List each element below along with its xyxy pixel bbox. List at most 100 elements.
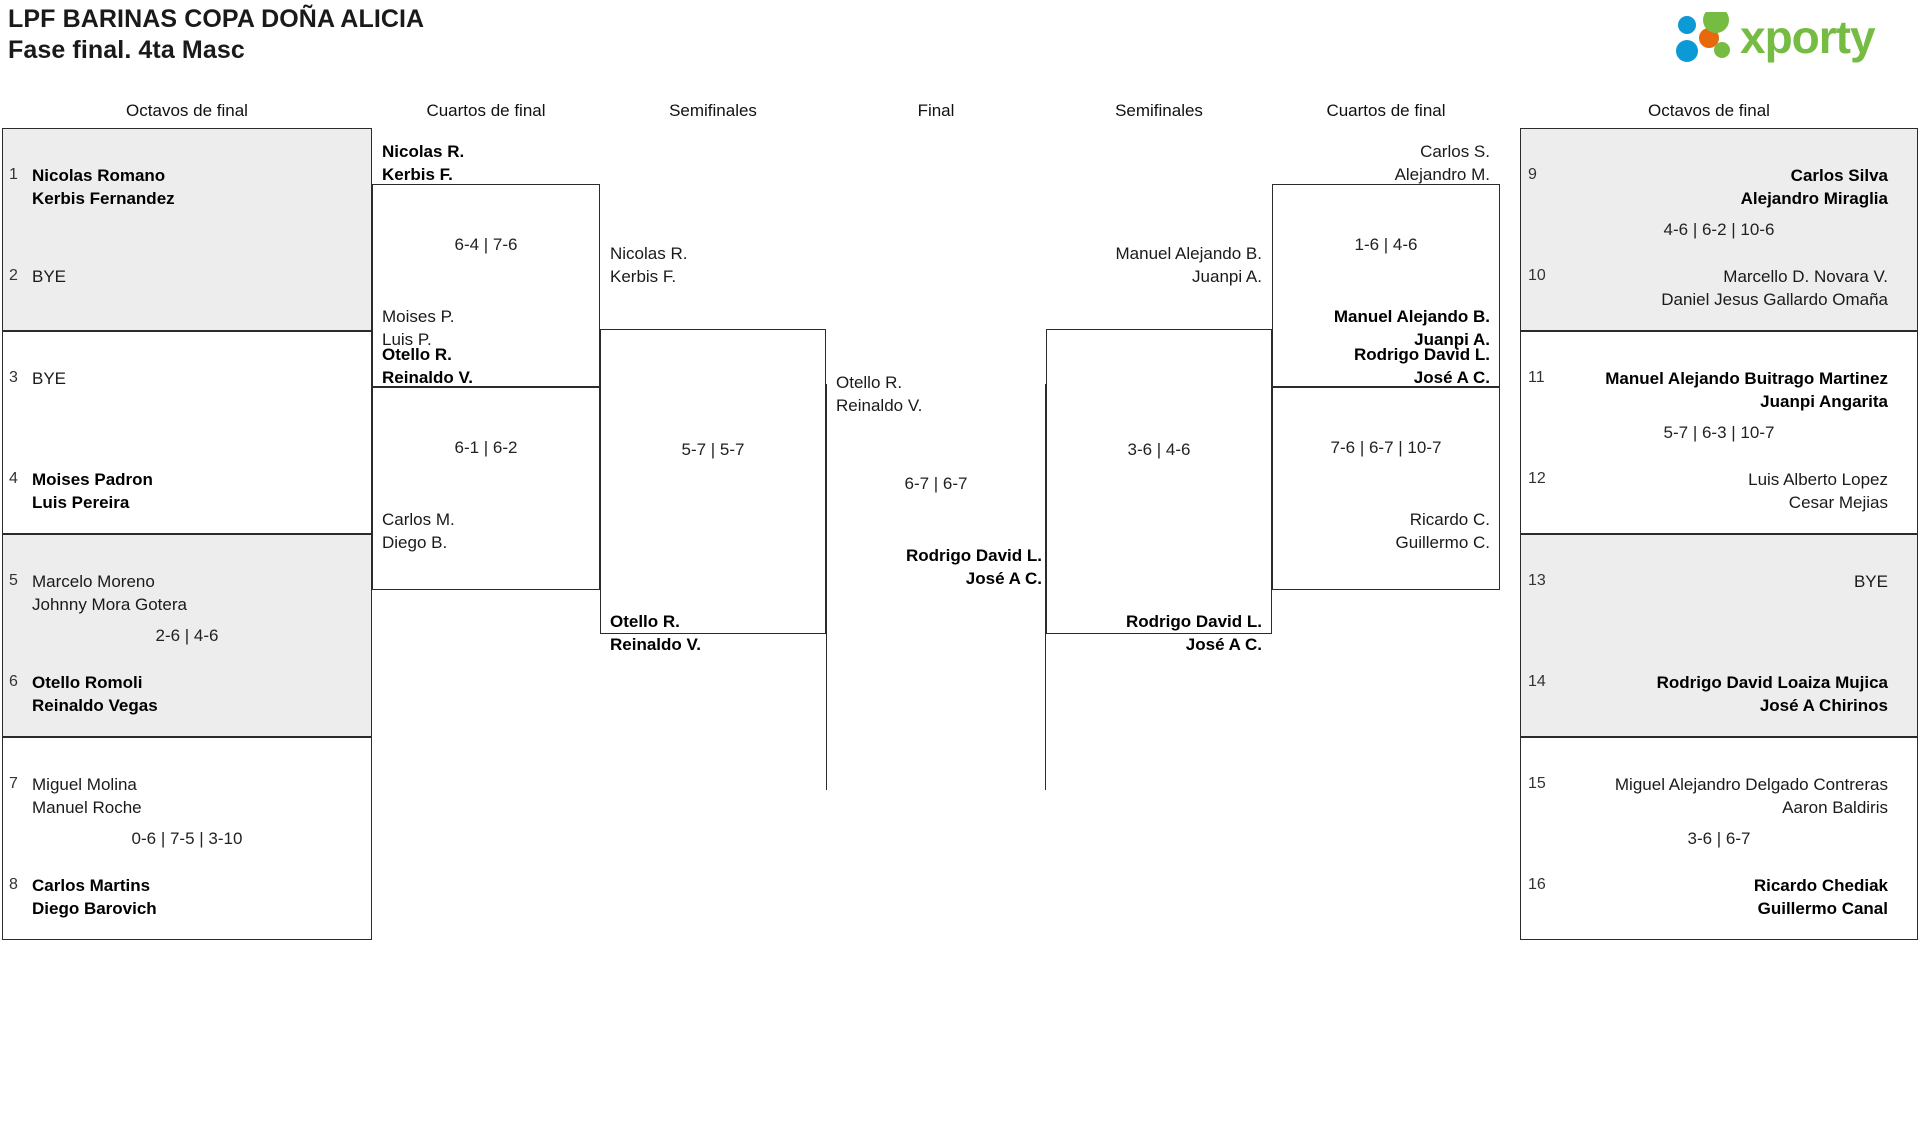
left-qf-1-score: 6-1 | 6-2 <box>454 438 518 457</box>
right-qf-0-score: 1-6 | 4-6 <box>1354 235 1418 254</box>
player-name-2: Reinaldo Vegas <box>32 696 158 716</box>
player-name-2: Kerbis F. <box>382 165 453 184</box>
r16-match-box[interactable] <box>1520 737 1918 940</box>
seed-number: 3 <box>9 368 18 386</box>
player-name-1: BYE <box>32 267 67 287</box>
round-header-left-sf: Semifinales <box>669 101 757 120</box>
player-name-1: Marcello D. Novara V. <box>1723 267 1888 287</box>
player-name-1: Nicolas R. <box>382 142 465 161</box>
player-name-1: Moises Padron <box>32 470 153 490</box>
r16-match-box[interactable] <box>1520 128 1918 331</box>
seed-number: 7 <box>9 774 18 792</box>
left-qf-0-top-players: Nicolas R. Kerbis F. <box>382 140 596 186</box>
sf-match-box[interactable] <box>1046 329 1272 634</box>
left-r16-3-score: 0-6 | 7-5 | 3-10 <box>131 828 243 848</box>
seed-number: 11 <box>1528 368 1545 386</box>
player-name-1: Otello Romoli <box>32 673 143 693</box>
left-r16-1-top-players: BYE <box>32 367 360 390</box>
player-name-2: José A C. <box>965 569 1042 588</box>
sf-match-box[interactable] <box>600 329 826 634</box>
right-sf-0-bottom-players: Rodrigo David L. José A C. <box>1050 610 1262 656</box>
seed-number: 16 <box>1528 876 1546 894</box>
player-name-2: Diego Barovich <box>32 899 157 919</box>
player-name-2: Luis Pereira <box>32 493 130 513</box>
round-header-final: Final <box>917 101 955 120</box>
left-qf-0-score: 6-4 | 7-6 <box>454 235 518 254</box>
qf-match-box[interactable] <box>372 387 600 590</box>
player-name-2: Alejandro M. <box>1394 165 1490 184</box>
player-name-1: Ricardo C. <box>1409 510 1490 529</box>
left-final-0-bottom-players: Rodrigo David L.José A C. <box>836 544 1042 590</box>
seed-number: 6 <box>9 673 18 691</box>
player-name-2: Alejandro Miraglia <box>1740 188 1888 208</box>
player-name-2: Manuel Roche <box>32 797 142 817</box>
player-name-1: Miguel Molina <box>32 774 137 794</box>
seed-number: 9 <box>1528 165 1537 183</box>
player-name-1: Carlos Martins <box>32 876 151 896</box>
r16-match-box[interactable] <box>1520 331 1918 534</box>
phase-title: Fase final. 4ta Masc <box>8 36 245 64</box>
player-name-2: Guillermo Canal <box>1757 899 1888 919</box>
player-name-1: Rodrigo David Loaiza Mujica <box>1656 673 1888 693</box>
left-qf-1-bottom-players: Carlos M.Diego B. <box>382 508 596 554</box>
right-qf-0-top-players: Carlos S. Alejandro M. <box>1276 140 1490 186</box>
player-name-2: Aaron Baldiris <box>1782 797 1888 817</box>
qf-match-box[interactable] <box>1272 387 1500 590</box>
right-r16-3-score: 3-6 | 6-7 <box>1687 828 1751 848</box>
r16-match-box[interactable] <box>2 737 372 940</box>
player-name-2: Cesar Mejias <box>1788 493 1888 513</box>
player-name-2: José A C. <box>1413 368 1490 387</box>
player-name-1: Nicolas R. <box>610 244 688 263</box>
xporty-logo[interactable]: xporty <box>1676 6 1906 68</box>
round-header-left-qf: Cuartos de final <box>426 101 546 120</box>
right-r16-0-bottom-players: Marcello D. Novara V.Daniel Jesus Gallar… <box>1532 265 1888 311</box>
left-r16-0-bottom-players: BYE <box>32 265 360 288</box>
seed-number: 4 <box>9 470 18 488</box>
player-name-1: Rodrigo David L. <box>1126 612 1262 631</box>
seed-number: 14 <box>1528 673 1546 691</box>
qf-match-box[interactable] <box>372 184 600 387</box>
right-qf-0-bottom-players: Manuel Alejando B.Juanpi A. <box>1276 305 1490 351</box>
logo-dots-icon <box>1676 12 1730 62</box>
round-header-right-sf: Semifinales <box>1115 101 1203 120</box>
round-header-right-qf: Cuartos de final <box>1326 101 1446 120</box>
r16-match-box[interactable] <box>2 128 372 331</box>
player-name-1: Nicolas Romano <box>32 165 166 185</box>
tournament-title: LPF BARINAS COPA DOÑA ALICIA <box>8 5 425 33</box>
player-name-1: Ricardo Chediak <box>1753 876 1888 896</box>
player-name-1: BYE <box>32 368 67 388</box>
player-name-2: Johnny Mora Gotera <box>32 594 187 614</box>
qf-match-box[interactable] <box>1272 184 1500 387</box>
player-name-2: Juanpi Angarita <box>1760 391 1888 411</box>
left-sf-0-score: 5-7 | 5-7 <box>681 440 745 459</box>
player-name-1: Manuel Alejando Buitrago Martinez <box>1605 368 1888 388</box>
player-name-2: José A C. <box>1185 635 1262 654</box>
left-qf-1-top-players: Otello R.Reinaldo V. <box>382 343 596 389</box>
right-qf-1-score: 7-6 | 6-7 | 10-7 <box>1330 438 1442 457</box>
player-name-1: Luis Alberto Lopez <box>1748 470 1888 490</box>
player-name-1: Carlos S. <box>1420 142 1490 161</box>
left-sf-0-bottom-players: Otello R. Reinaldo V. <box>610 610 822 656</box>
seed-number: 2 <box>9 267 18 285</box>
player-name-1: Otello R. <box>382 345 452 364</box>
left-r16-2-score: 2-6 | 4-6 <box>155 625 219 645</box>
round-header-left-r16: Octavos de final <box>126 101 248 120</box>
player-name-1: Otello R. <box>610 612 680 631</box>
seed-number: 15 <box>1528 774 1546 792</box>
r16-match-box[interactable] <box>2 534 372 737</box>
right-r16-2-top-players: BYE <box>1532 570 1888 593</box>
seed-number: 5 <box>9 571 18 589</box>
right-qf-1-bottom-players: Ricardo C.Guillermo C. <box>1276 508 1490 554</box>
player-name-2: Reinaldo V. <box>610 635 702 654</box>
right-sf-0-score: 3-6 | 4-6 <box>1127 440 1191 459</box>
r16-match-box[interactable] <box>1520 534 1918 737</box>
r16-match-box[interactable] <box>2 331 372 534</box>
